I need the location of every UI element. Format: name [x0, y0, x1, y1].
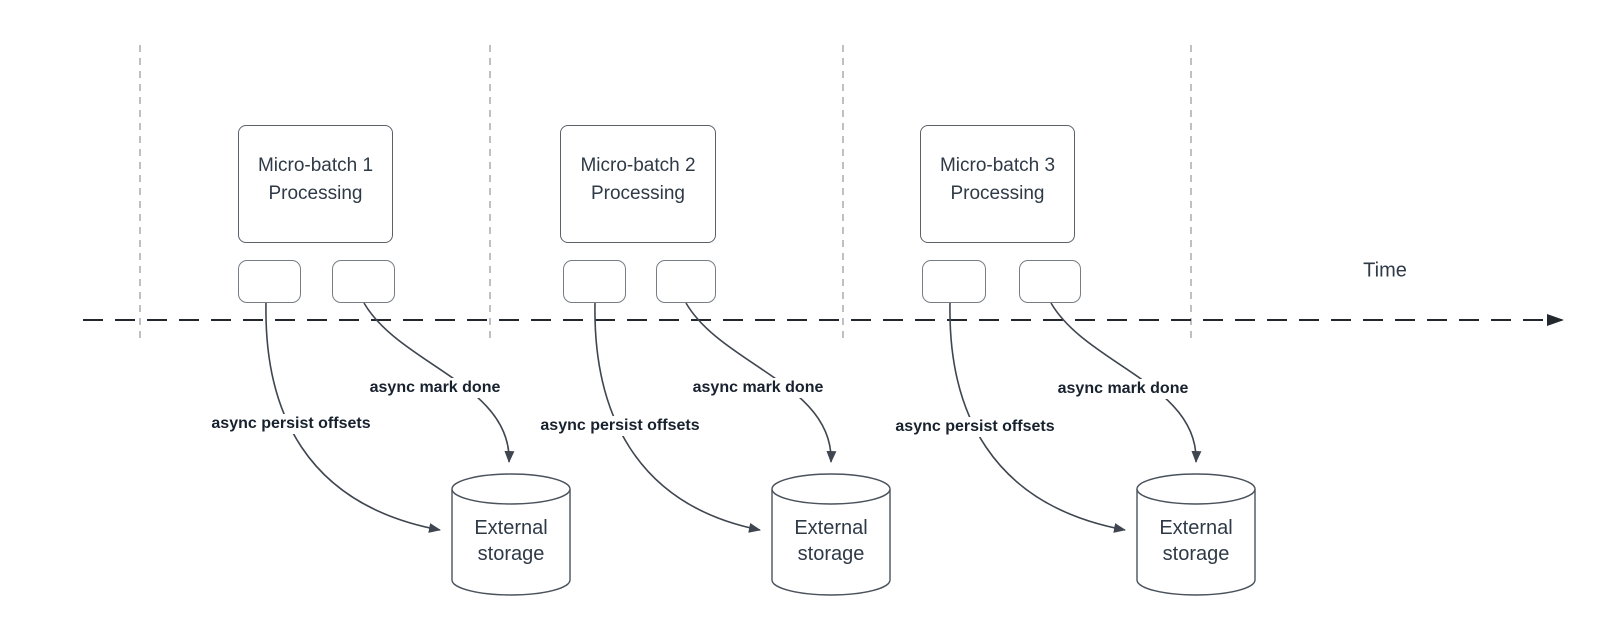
- batch-boundary-guides: [139, 45, 1192, 340]
- external-storage-label-1: External storage: [474, 517, 548, 565]
- micro-batch-3-label: Micro-batch 3 Processing: [939, 155, 1056, 204]
- task-box-mark-done-2: [656, 260, 716, 303]
- mark-done-arrow-2: [685, 302, 837, 463]
- external-storage-label-2: External storage: [794, 517, 868, 565]
- micro-batch-1-box: Micro-batch 1 Processing: [238, 125, 393, 243]
- mark-done-arrow-3: [1050, 302, 1202, 463]
- persist-offsets-label-3: async persist offsets: [892, 417, 1058, 437]
- task-box-mark-done-3: [1019, 260, 1081, 303]
- storage-cylinder-top-1: [451, 473, 571, 505]
- mark-done-label-1: async mark done: [366, 378, 504, 398]
- mark-done-label-2: async mark done: [689, 378, 827, 398]
- storage-cylinder-body-2: [771, 489, 891, 596]
- persist-offsets-arrow-1: [265, 302, 441, 533]
- time-axis-label: Time: [1363, 259, 1407, 282]
- persist-offsets-label-2: async persist offsets: [537, 416, 703, 436]
- micro-batch-2-box: Micro-batch 2 Processing: [560, 125, 716, 243]
- micro-batch-3-box: Micro-batch 3 Processing: [920, 125, 1075, 243]
- micro-batch-1-label: Micro-batch 1 Processing: [257, 155, 374, 204]
- storage-cylinders: [451, 473, 1256, 596]
- task-box-persist-offsets-2: [563, 260, 626, 303]
- micro-batch-2-label: Micro-batch 2 Processing: [580, 155, 696, 204]
- mark-done-label-3: async mark done: [1054, 379, 1192, 399]
- persist-offsets-label-1: async persist offsets: [208, 414, 374, 434]
- storage-cylinder-body-1: [451, 489, 571, 596]
- task-box-persist-offsets-3: [922, 260, 986, 303]
- external-storage-label-3: External storage: [1159, 517, 1233, 565]
- mark-done-arrow-1: [363, 302, 515, 463]
- task-box-mark-done-1: [332, 260, 395, 303]
- storage-cylinder-top-2: [771, 473, 891, 505]
- storage-cylinder-body-3: [1136, 489, 1256, 596]
- persist-offsets-arrow-2: [594, 302, 761, 533]
- storage-cylinder-top-3: [1136, 473, 1256, 505]
- async-arrows: [265, 302, 1202, 533]
- task-box-persist-offsets-1: [238, 260, 301, 303]
- persist-offsets-arrow-3: [949, 302, 1126, 533]
